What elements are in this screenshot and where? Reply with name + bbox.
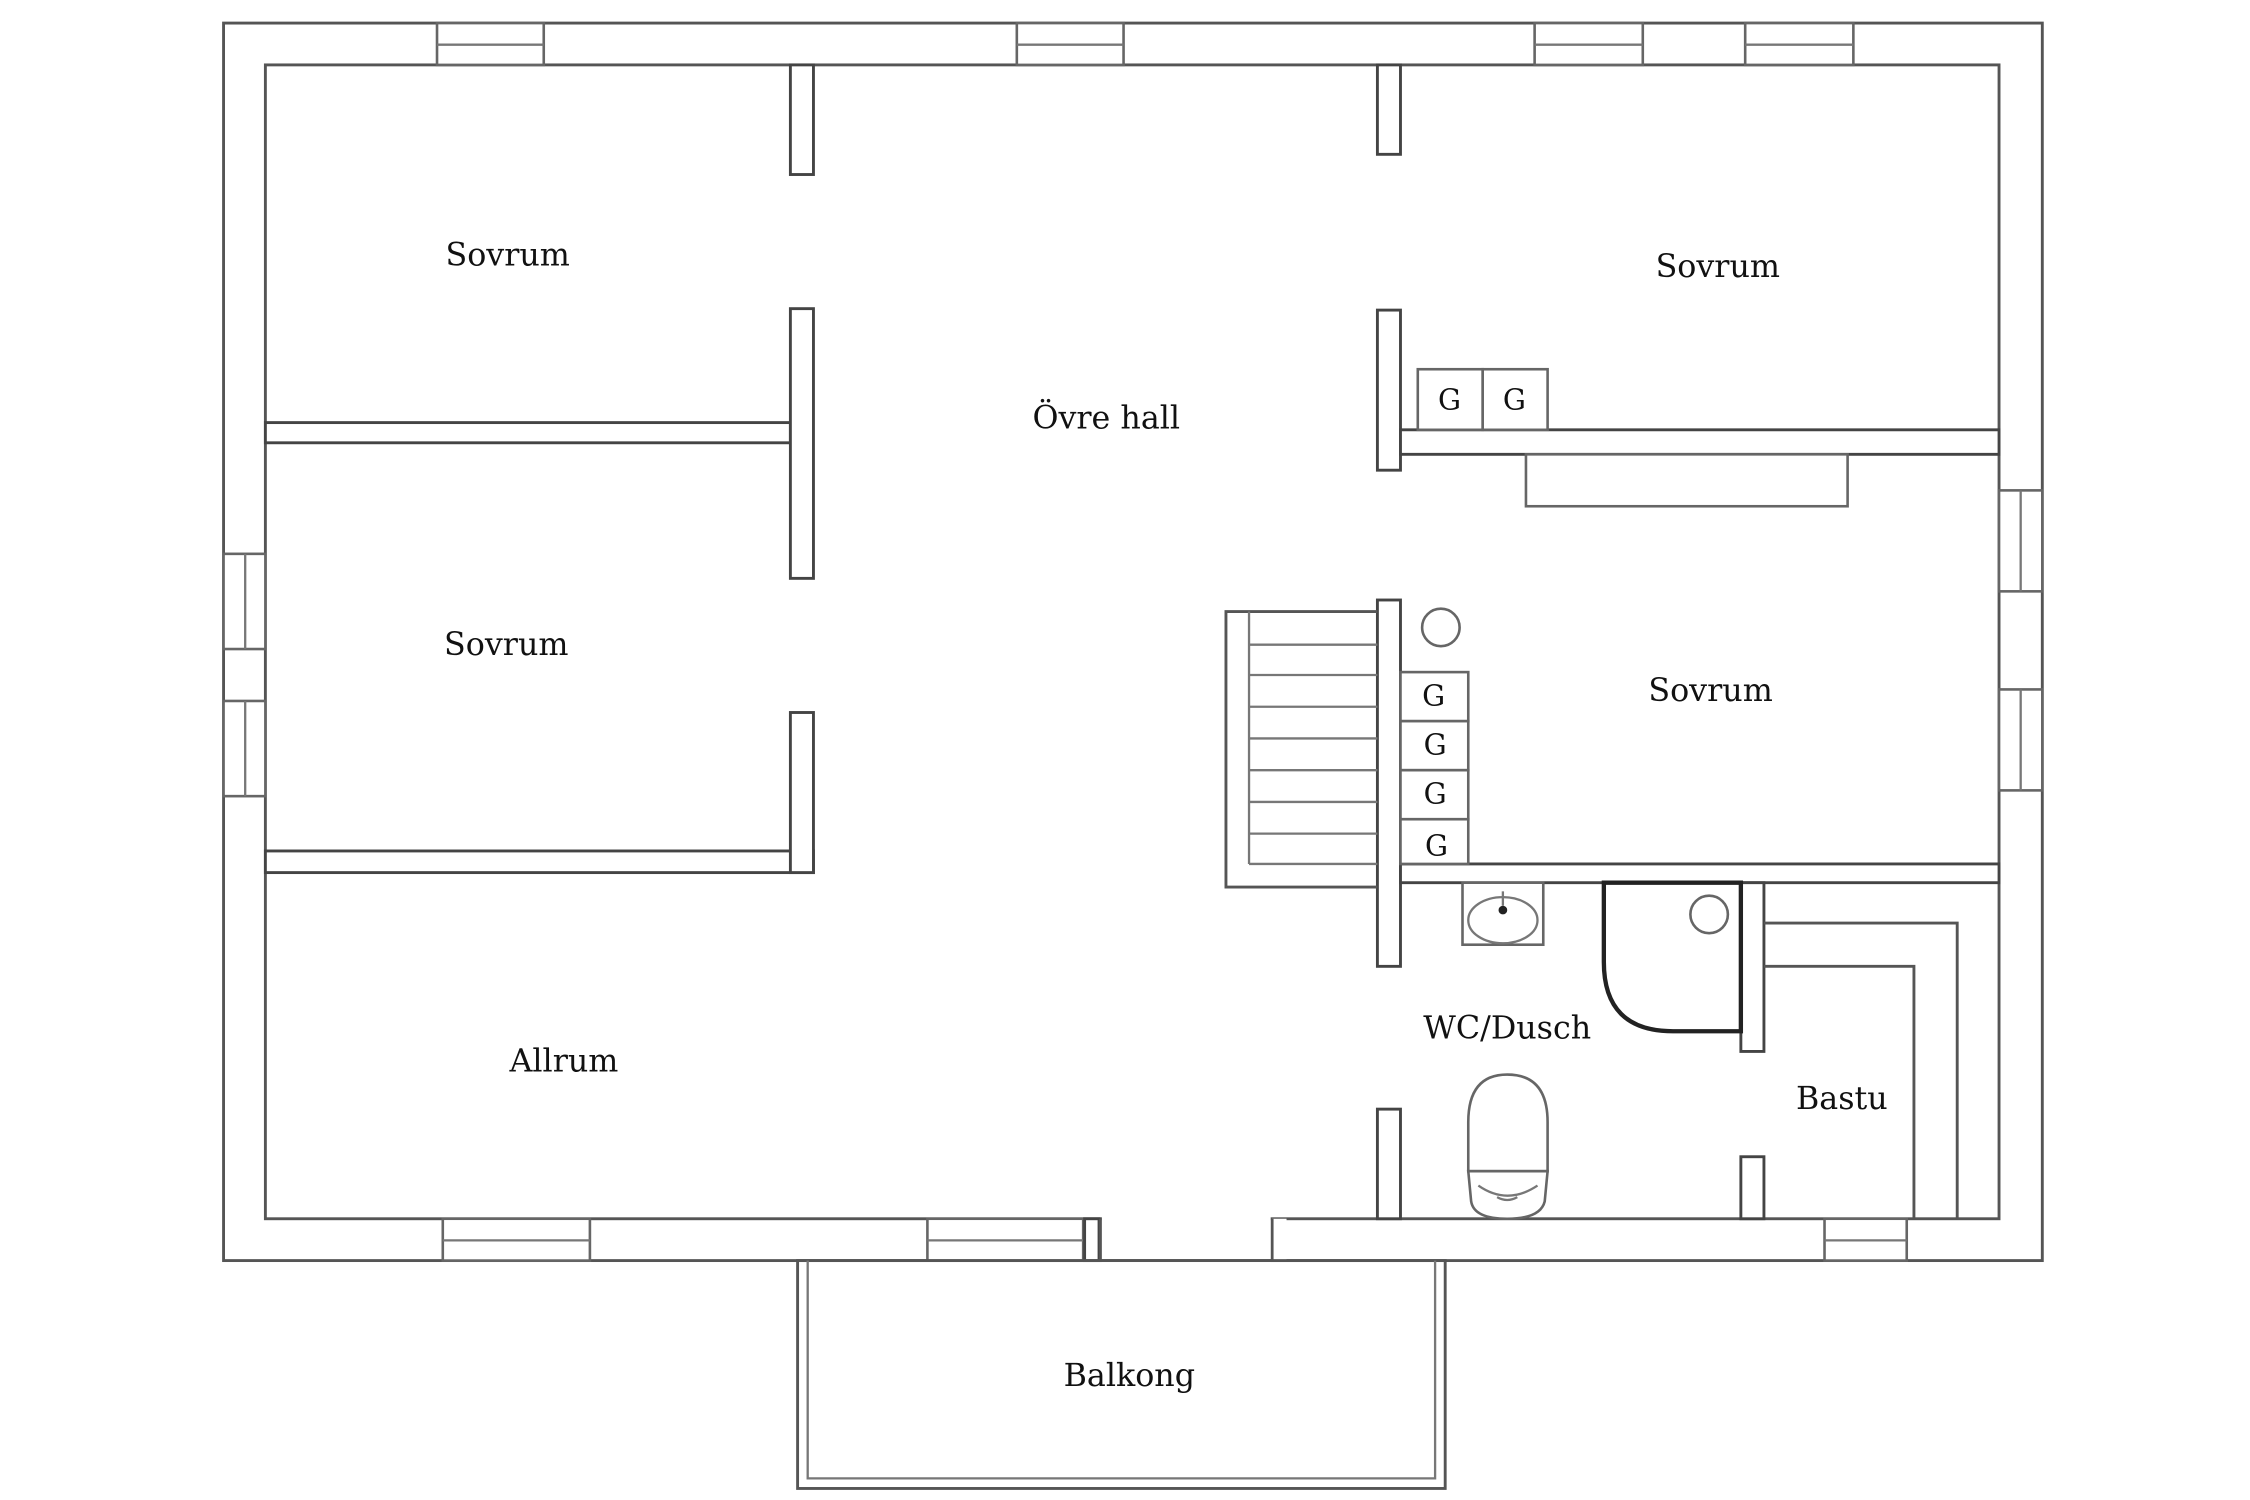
- toilet-icon: [1466, 1073, 1550, 1221]
- room-label-bastu: Bastu: [1796, 1081, 1888, 1117]
- wardrobe: [1399, 817, 1470, 866]
- wardrobe: [1399, 670, 1470, 723]
- staircase: [1224, 610, 1378, 889]
- room-labels: Sovrum Sovrum Övre hall Sovrum Sovrum Al…: [444, 237, 1888, 1394]
- room-label-sovrum-ne: Sovrum: [1656, 249, 1780, 285]
- balcony: [796, 1259, 1447, 1490]
- room-label-wc-dusch: WC/Dusch: [1423, 1010, 1591, 1046]
- sink-icon: [1461, 881, 1545, 947]
- wall-shelf: [1524, 453, 1849, 508]
- wardrobes: G G G G G G: [1399, 367, 1549, 866]
- round-fixture: [1420, 607, 1461, 648]
- wardrobe-label: G: [1425, 828, 1448, 862]
- wardrobe-label: G: [1422, 678, 1445, 712]
- wardrobe: [1399, 768, 1470, 821]
- wardrobe: [1481, 367, 1549, 432]
- balcony-opening: [1083, 1214, 1287, 1264]
- shower-icon: [1601, 880, 1744, 1034]
- wardrobe-label: G: [1438, 383, 1461, 417]
- room-label-sovrum-w: Sovrum: [444, 627, 568, 663]
- room-label-sovrum-nw: Sovrum: [445, 237, 569, 273]
- room-label-ovre-hall: Övre hall: [1032, 398, 1180, 436]
- windows: [222, 21, 2044, 1262]
- west-interior-walls: [263, 63, 815, 875]
- wardrobe-label: G: [1424, 727, 1447, 761]
- wardrobe-label: G: [1424, 776, 1447, 810]
- room-label-sovrum-e: Sovrum: [1648, 673, 1772, 709]
- wardrobe-label: G: [1503, 383, 1526, 417]
- bathroom-fixtures: [1461, 880, 1744, 1221]
- room-label-allrum: Allrum: [509, 1044, 619, 1080]
- room-label-balkong: Balkong: [1064, 1358, 1195, 1394]
